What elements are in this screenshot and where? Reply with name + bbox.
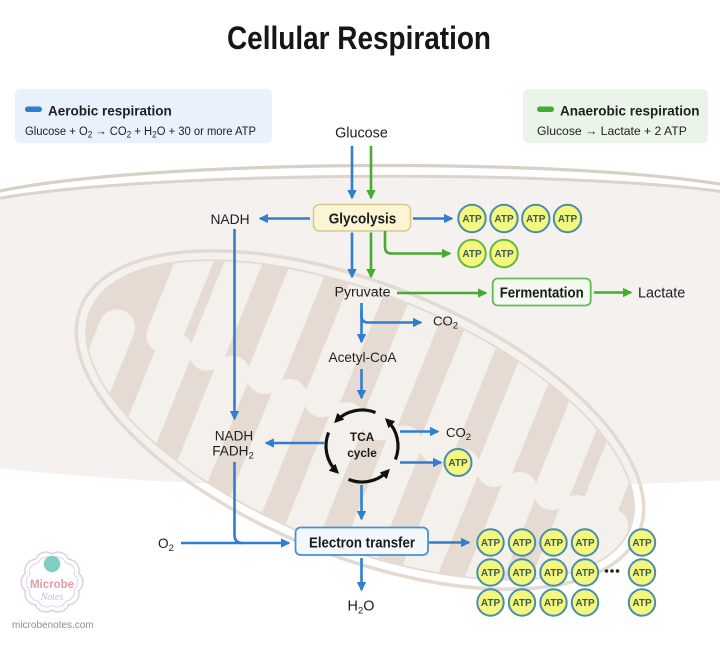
svg-text:NADH: NADH xyxy=(210,212,249,227)
svg-text:ATP: ATP xyxy=(494,214,514,225)
svg-text:H2O: H2O xyxy=(348,599,375,617)
svg-text:Aerobic respiration: Aerobic respiration xyxy=(48,104,172,119)
svg-text:ATP: ATP xyxy=(481,568,501,579)
svg-text:ATP: ATP xyxy=(544,598,564,609)
svg-text:ATP: ATP xyxy=(575,568,595,579)
svg-text:Pyruvate: Pyruvate xyxy=(335,285,391,301)
svg-text:microbenotes.com: microbenotes.com xyxy=(12,620,94,631)
svg-text:Glucose + O2 → CO2 + H2O + 30: Glucose + O2 → CO2 + H2O + 30 or more AT… xyxy=(25,124,256,140)
svg-text:Microbe: Microbe xyxy=(30,579,74,591)
svg-text:cycle: cycle xyxy=(347,446,377,460)
svg-text:Electron transfer: Electron transfer xyxy=(309,535,415,552)
svg-text:ATP: ATP xyxy=(481,538,501,549)
svg-text:Glucose: Glucose xyxy=(335,126,388,142)
svg-text:ATP: ATP xyxy=(512,598,532,609)
svg-text:ATP: ATP xyxy=(512,538,532,549)
svg-text:ATP: ATP xyxy=(632,598,652,609)
svg-text:ATP: ATP xyxy=(462,214,482,225)
svg-text:ATP: ATP xyxy=(575,538,595,549)
svg-text:ATP: ATP xyxy=(558,214,578,225)
svg-text:ATP: ATP xyxy=(632,538,652,549)
svg-text:NADH: NADH xyxy=(215,429,254,444)
svg-text:Glycolysis: Glycolysis xyxy=(329,211,397,227)
svg-text:ATP: ATP xyxy=(544,568,564,579)
svg-text:ATP: ATP xyxy=(481,598,501,609)
svg-text:Acetyl-CoA: Acetyl-CoA xyxy=(329,350,398,365)
svg-text:Notes: Notes xyxy=(40,592,64,603)
svg-text:Cellular Respiration: Cellular Respiration xyxy=(227,20,491,56)
svg-text:FADH2: FADH2 xyxy=(212,444,254,462)
svg-text:CO2: CO2 xyxy=(446,425,471,443)
svg-text:TCA: TCA xyxy=(350,430,375,444)
svg-text:ATP: ATP xyxy=(632,568,652,579)
svg-text:Anaerobic respiration: Anaerobic respiration xyxy=(560,104,700,119)
svg-text:ATP: ATP xyxy=(544,538,564,549)
svg-text:ATP: ATP xyxy=(448,458,468,469)
svg-text:ATP: ATP xyxy=(462,249,482,260)
svg-text:ATP: ATP xyxy=(494,249,514,260)
svg-text:ATP: ATP xyxy=(575,598,595,609)
svg-text:ATP: ATP xyxy=(526,214,546,225)
svg-text:Lactate: Lactate xyxy=(638,286,685,302)
svg-text:Glucose → Lactate + 2 ATP: Glucose → Lactate + 2 ATP xyxy=(537,124,687,138)
svg-text:CO2: CO2 xyxy=(433,314,458,332)
svg-text:ATP: ATP xyxy=(512,568,532,579)
svg-text:Fermentation: Fermentation xyxy=(500,286,584,302)
